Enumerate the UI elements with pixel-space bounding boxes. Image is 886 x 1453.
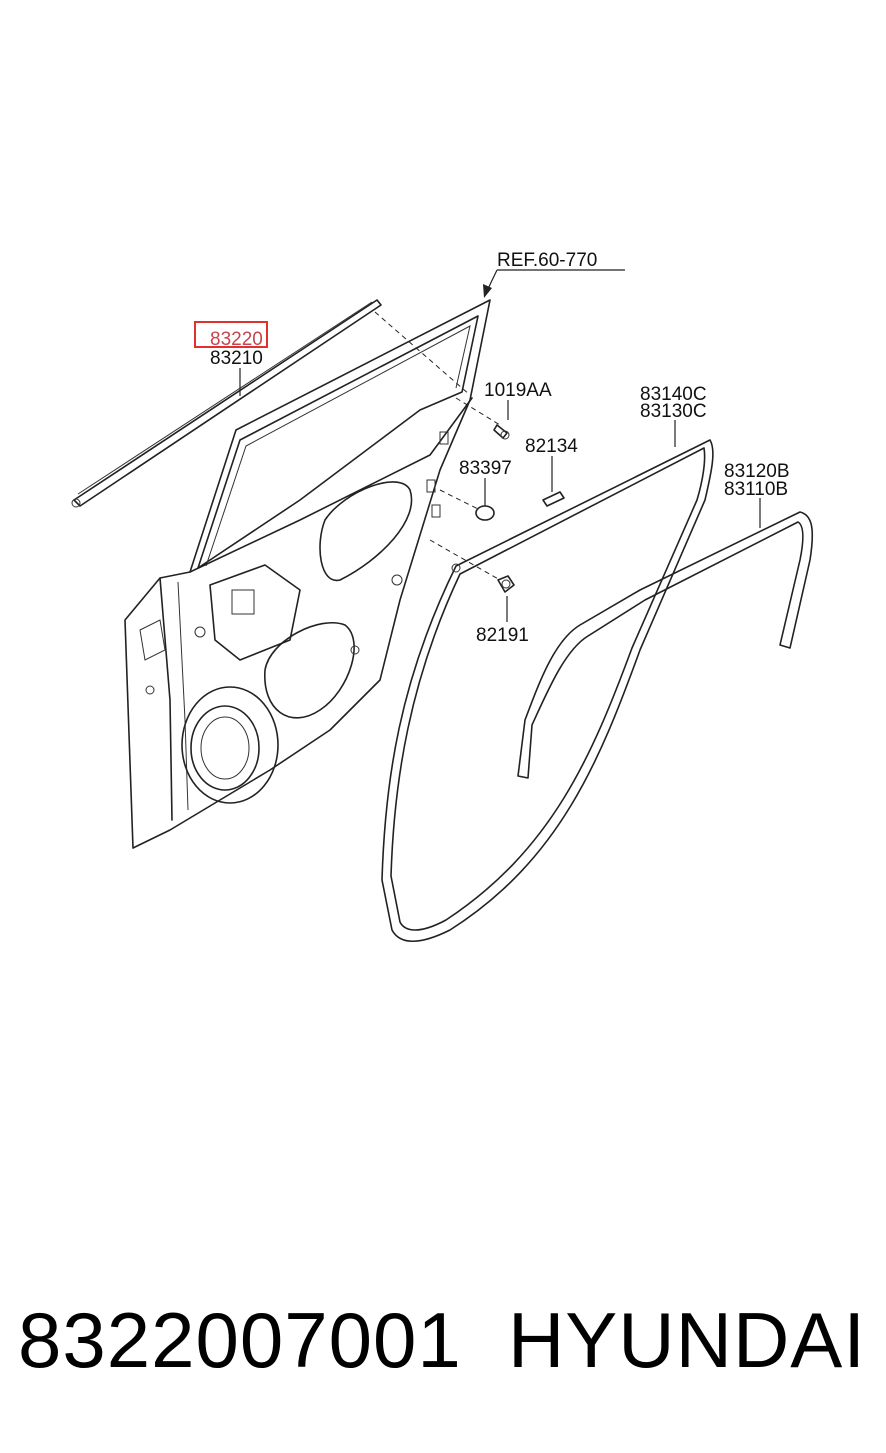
leader-lines — [239, 269, 761, 622]
callout-82191[interactable]: 82191 — [476, 625, 529, 646]
body-weatherstrip — [517, 511, 814, 779]
callout-82134[interactable]: 82134 — [525, 436, 578, 457]
callout-83120B[interactable]: 83120B — [724, 461, 790, 482]
callout-83130C[interactable]: 83130C — [640, 401, 707, 422]
clip-1019AA — [493, 424, 510, 440]
callout-1019AA[interactable]: 1019AA — [484, 380, 552, 401]
callout-83210[interactable]: 83210 — [210, 348, 263, 369]
door-weatherstrip — [381, 439, 714, 942]
clip-82191 — [497, 575, 515, 593]
callout-83140C[interactable]: 83140C — [640, 384, 707, 405]
callout-83397[interactable]: 83397 — [459, 458, 512, 479]
highlight-box — [194, 321, 268, 348]
window-sweep-strip — [71, 299, 382, 508]
tape-82134 — [542, 491, 565, 507]
callout-83220[interactable]: 83220 — [210, 329, 263, 350]
footer-caption: 8322007001 HYUNDAI — [0, 1295, 886, 1405]
brand-name: HYUNDAI — [507, 1296, 866, 1384]
plug-83397 — [475, 505, 495, 521]
part-number: 8322007001 — [18, 1296, 462, 1384]
callout-83110B[interactable]: 83110B — [724, 479, 788, 500]
ref-label: REF.60-770 — [497, 250, 597, 271]
door-panel — [124, 299, 491, 849]
